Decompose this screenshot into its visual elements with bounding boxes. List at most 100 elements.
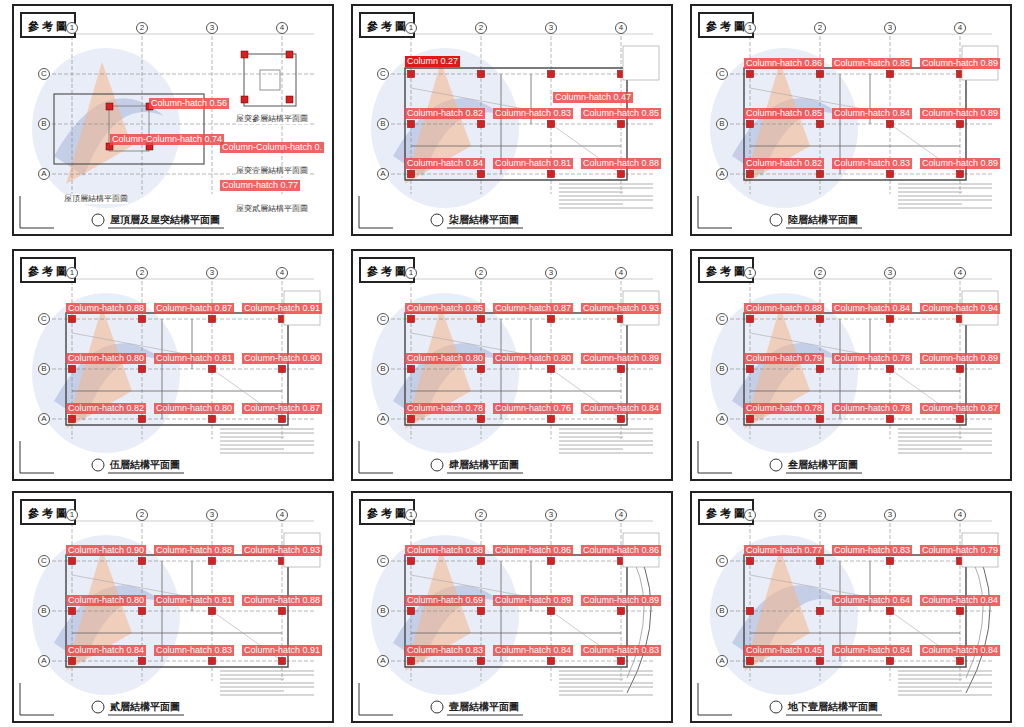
notes-line bbox=[559, 671, 653, 672]
grid-bubble: C bbox=[38, 68, 50, 80]
grid-bubble: 4 bbox=[276, 22, 288, 34]
drawing-sheet: 地下壹層結構平面圖參考圖1234CBAColumn-hatch 0.77Colu… bbox=[690, 491, 1012, 723]
grid-bubble: 1 bbox=[405, 267, 417, 279]
notes-line bbox=[898, 679, 962, 680]
floor-plan-drawing bbox=[14, 493, 332, 721]
detection-label: Column-hatch 0.78 bbox=[832, 403, 912, 414]
floor-plan-drawing bbox=[353, 6, 671, 234]
notes-line bbox=[559, 192, 623, 193]
column-marker bbox=[478, 416, 485, 423]
column-marker bbox=[279, 366, 286, 373]
title-icon bbox=[431, 701, 443, 713]
notes-line bbox=[898, 445, 992, 446]
detection-label: Column-hatch 0.82 bbox=[744, 158, 824, 169]
column-marker bbox=[478, 366, 485, 373]
drawing-sheet: 貳層結構平面圖參考圖1234CBAColumn-hatch 0.90Column… bbox=[12, 491, 334, 723]
grid-bubble: C bbox=[377, 68, 389, 80]
notes-line bbox=[559, 453, 653, 454]
notes-line bbox=[559, 449, 623, 450]
notes-line bbox=[898, 433, 992, 434]
dimension-line bbox=[44, 279, 314, 280]
grid-bubble: 3 bbox=[545, 267, 557, 279]
grid-line bbox=[52, 74, 314, 75]
column-marker bbox=[139, 316, 146, 323]
grid-line bbox=[391, 661, 653, 662]
grid-bubble: B bbox=[716, 363, 728, 375]
sheet-title: 伍層結構平面圖 bbox=[110, 459, 180, 471]
column-marker bbox=[618, 366, 625, 373]
column-marker bbox=[408, 608, 415, 615]
title-icon bbox=[431, 214, 443, 226]
notes-line bbox=[220, 675, 314, 676]
beam-line bbox=[411, 633, 621, 634]
grid-bubble: 1 bbox=[744, 509, 756, 521]
column-marker bbox=[241, 51, 248, 58]
column-marker bbox=[887, 608, 894, 615]
floor-plan-drawing bbox=[353, 493, 671, 721]
grid-line bbox=[730, 661, 992, 662]
grid-bubble: A bbox=[38, 168, 50, 180]
stamp-text: 參考圖 bbox=[706, 265, 748, 278]
column-marker bbox=[106, 103, 113, 110]
detection-label: Column-hatch 0.93 bbox=[581, 303, 661, 314]
detection-label: Column-hatch 0.84 bbox=[832, 108, 912, 119]
grid-bubble: C bbox=[377, 313, 389, 325]
grid-bubble: 3 bbox=[206, 509, 218, 521]
notes-line bbox=[559, 679, 623, 680]
grid-bubble: B bbox=[377, 118, 389, 130]
grid-bubble: C bbox=[38, 313, 50, 325]
grid-bubble: 4 bbox=[615, 267, 627, 279]
drawing-sheet: 屋頂層及屋突結構平面圖參考圖1234CBAColumn-hatch 0.56Co… bbox=[12, 4, 334, 236]
notes-line bbox=[559, 188, 653, 189]
detection-label: Column-hatch 0.88 bbox=[154, 545, 234, 556]
column-marker bbox=[139, 608, 146, 615]
column-marker bbox=[408, 416, 415, 423]
dimension-line bbox=[44, 34, 314, 35]
column-marker bbox=[817, 608, 824, 615]
beam-line bbox=[72, 633, 282, 634]
detection-label: Column-hatch 0.83 bbox=[493, 108, 573, 119]
column-marker bbox=[747, 608, 754, 615]
grid-bubble: 2 bbox=[814, 267, 826, 279]
notes-line bbox=[559, 437, 623, 438]
grid-line bbox=[52, 561, 314, 562]
column-marker bbox=[478, 558, 485, 565]
watermark-disc bbox=[32, 293, 180, 453]
column-marker bbox=[548, 121, 555, 128]
detection-label: Column-hatch 0.84 bbox=[493, 645, 573, 656]
column-marker bbox=[747, 416, 754, 423]
column-marker bbox=[548, 366, 555, 373]
column-marker bbox=[286, 51, 293, 58]
grid-bubble: 1 bbox=[66, 22, 78, 34]
detection-label: Column-hatch 0.80 bbox=[154, 403, 234, 414]
beam-line bbox=[750, 633, 960, 634]
grid-bubble: 4 bbox=[954, 267, 966, 279]
grid-bubble: B bbox=[716, 118, 728, 130]
column-marker bbox=[817, 658, 824, 665]
grid-bubble: 4 bbox=[954, 22, 966, 34]
column-marker bbox=[887, 658, 894, 665]
grid-bubble: A bbox=[716, 413, 728, 425]
detection-label: Column-hatch 0.94 bbox=[920, 303, 1000, 314]
title-icon bbox=[92, 214, 104, 226]
grid-bubble: 3 bbox=[884, 267, 896, 279]
notes-line bbox=[898, 675, 992, 676]
grid-bubble: B bbox=[38, 118, 50, 130]
grid-bubble: C bbox=[377, 555, 389, 567]
notes-line bbox=[559, 204, 623, 205]
grid-bubble: A bbox=[38, 413, 50, 425]
column-marker bbox=[957, 658, 964, 665]
column-marker bbox=[408, 121, 415, 128]
grid-line bbox=[142, 36, 143, 194]
grid-line bbox=[391, 561, 653, 562]
column-marker bbox=[887, 171, 894, 178]
column-marker bbox=[887, 71, 894, 78]
detection-label: Column-hatch 0.93 bbox=[242, 545, 322, 556]
notes-line bbox=[559, 675, 653, 676]
detection-label: Column-hatch 0.86 bbox=[581, 545, 661, 556]
column-marker bbox=[887, 366, 894, 373]
detection-label: Column-hatch 0.64 bbox=[832, 595, 912, 606]
notes-line bbox=[898, 184, 992, 185]
detection-label: Column-hatch 0.84 bbox=[66, 645, 146, 656]
axis-mark bbox=[698, 196, 732, 228]
